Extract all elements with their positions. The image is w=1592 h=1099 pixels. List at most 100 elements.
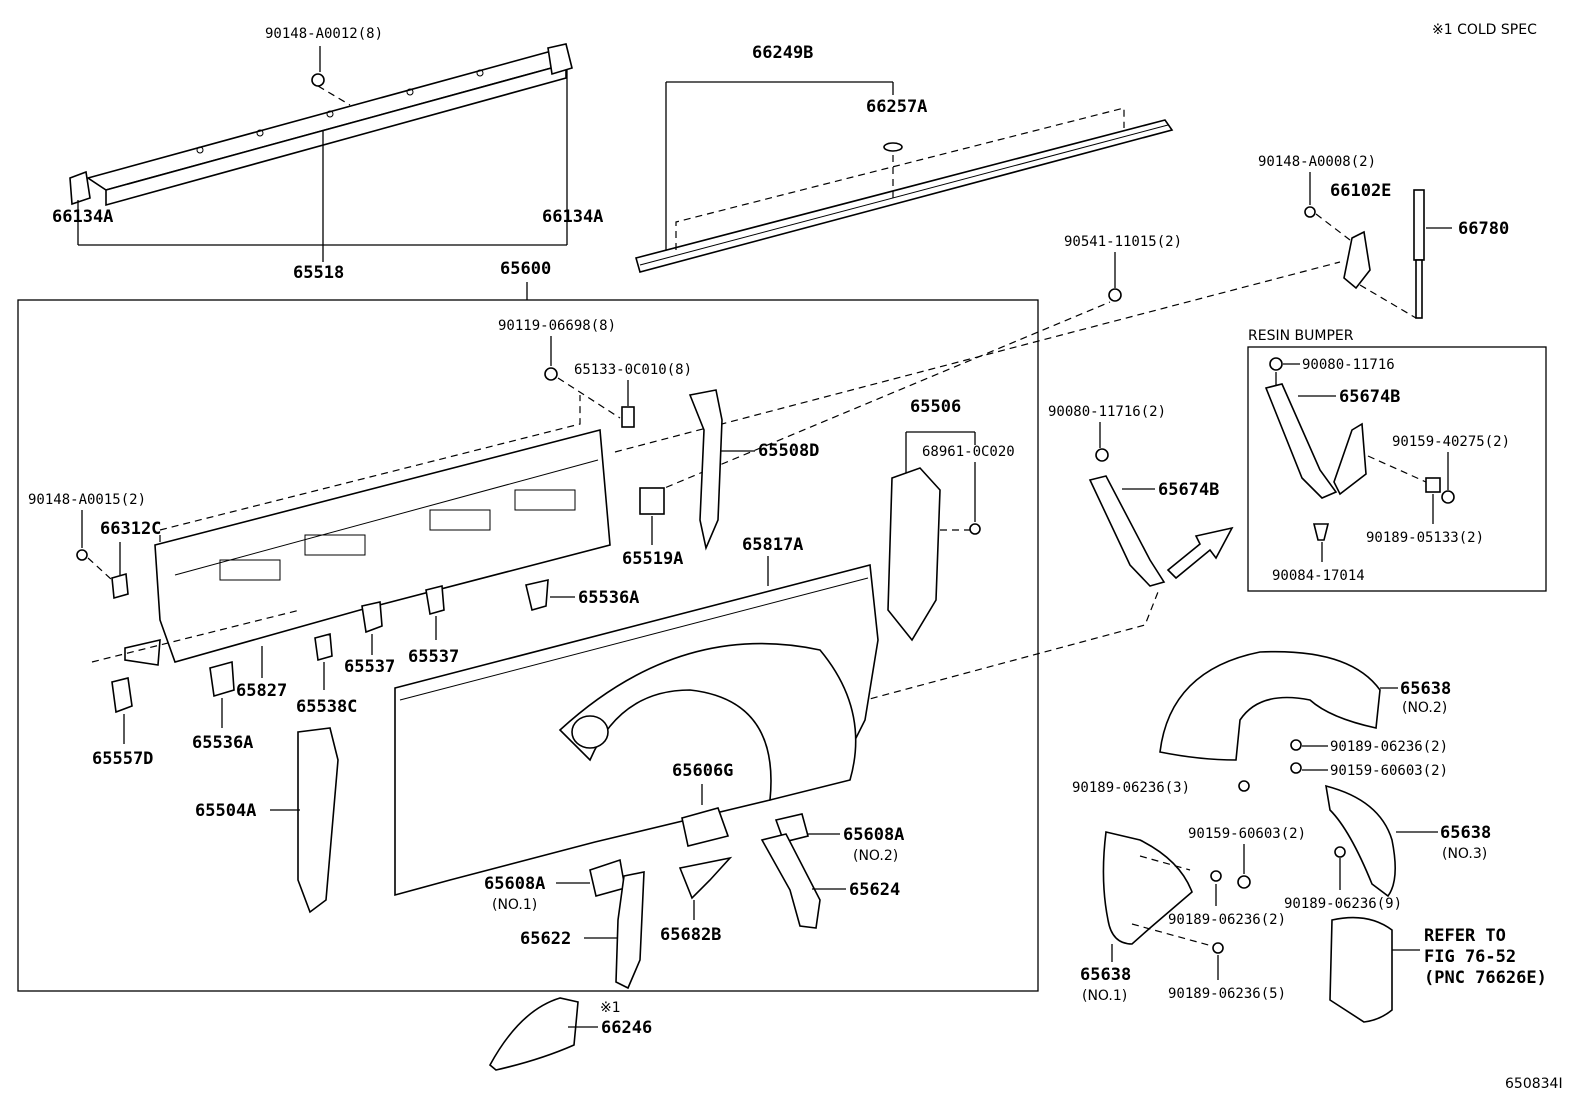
bolt-icon xyxy=(76,549,88,561)
nut-icon xyxy=(1108,288,1122,302)
label-66780[interactable]: 66780 xyxy=(1458,219,1509,239)
clip-65538C-drawing xyxy=(314,632,333,662)
clip-65608A-l-drawing xyxy=(589,858,626,897)
label-90084-17014[interactable]: 90084-17014 xyxy=(1272,568,1365,584)
refer-line-2[interactable]: FIG 76-52 xyxy=(1424,947,1516,967)
front-panel-drawing xyxy=(124,428,611,666)
label-65600[interactable]: 65600 xyxy=(500,259,551,279)
label-90189-06236-2a[interactable]: 90189-06236(2) xyxy=(1330,739,1448,755)
bolt-icon xyxy=(1238,780,1250,792)
label-90189-06236-2b[interactable]: 90189-06236(2) xyxy=(1168,912,1286,928)
label-65504A[interactable]: 65504A xyxy=(195,801,256,821)
label-66246-mark: ※1 xyxy=(600,1000,621,1016)
label-66134A-right[interactable]: 66134A xyxy=(542,207,603,227)
label-90189-06236-9[interactable]: 90189-06236(9) xyxy=(1284,896,1402,912)
label-65508D[interactable]: 65508D xyxy=(758,441,819,461)
label-65536A-right[interactable]: 65536A xyxy=(578,588,639,608)
label-90159-60603-2a[interactable]: 90159-60603(2) xyxy=(1330,763,1448,779)
clip-65519A-drawing xyxy=(639,487,665,515)
label-65557D[interactable]: 65557D xyxy=(92,749,153,769)
hinge-66102E-drawing xyxy=(1343,230,1371,290)
nut-icon xyxy=(1237,875,1251,889)
bedside-65817A-drawing xyxy=(394,563,879,897)
bracket-65506-drawing xyxy=(887,467,941,642)
label-65674B-a[interactable]: 65674B xyxy=(1158,480,1219,500)
label-66134A-left[interactable]: 66134A xyxy=(52,207,113,227)
label-65537-b[interactable]: 65537 xyxy=(408,647,459,667)
label-90189-05133[interactable]: 90189-05133(2) xyxy=(1366,530,1484,546)
bracket-65508D-drawing xyxy=(688,389,723,551)
clip-65557D-drawing xyxy=(111,677,133,714)
refer-line-3[interactable]: (PNC 76626E) xyxy=(1424,968,1547,988)
liner-65638-no1-drawing xyxy=(1102,831,1193,945)
label-65638-no1-sub: (NO.1) xyxy=(1082,988,1127,1004)
bracket-65674B-b-drawing xyxy=(1264,383,1338,499)
bolt-icon xyxy=(1212,942,1224,954)
label-90080-11716[interactable]: 90080-11716 xyxy=(1302,357,1395,373)
label-65608A-left[interactable]: 65608A xyxy=(484,874,545,894)
label-65518[interactable]: 65518 xyxy=(293,263,344,283)
label-65606G[interactable]: 65606G xyxy=(672,761,733,781)
label-65506[interactable]: 65506 xyxy=(910,397,961,417)
label-65519A[interactable]: 65519A xyxy=(622,549,683,569)
strut-66780-drawing xyxy=(1413,189,1425,319)
arrow-icon xyxy=(1166,526,1234,580)
label-65608A-right[interactable]: 65608A xyxy=(843,825,904,845)
bolt-icon xyxy=(544,367,558,381)
guard-66246-drawing xyxy=(488,997,579,1071)
label-66249B[interactable]: 66249B xyxy=(752,43,813,63)
clip-65536A-r-drawing xyxy=(525,578,549,611)
label-65536A-left[interactable]: 65536A xyxy=(192,733,253,753)
label-65624[interactable]: 65624 xyxy=(849,880,900,900)
label-65638-no3-sub: (NO.3) xyxy=(1442,846,1487,862)
label-90148-A0015[interactable]: 90148-A0015(2) xyxy=(28,492,146,508)
clip-65536A-l-drawing xyxy=(209,660,235,698)
label-90119-06698[interactable]: 90119-06698(8) xyxy=(498,318,616,334)
liner-65638-no3-drawing xyxy=(1325,784,1396,898)
label-65817A[interactable]: 65817A xyxy=(742,535,803,555)
rail-65518-drawing xyxy=(69,43,573,207)
pillar-65504A-drawing xyxy=(297,727,339,914)
label-65608A-right-sub: (NO.2) xyxy=(853,848,898,864)
label-65622[interactable]: 65622 xyxy=(520,929,571,949)
label-65638-no3[interactable]: 65638 xyxy=(1440,823,1491,843)
clip-90084-drawing xyxy=(1312,523,1330,541)
bolt-icon xyxy=(1210,870,1222,882)
label-65133-0C010[interactable]: 65133-0C010(8) xyxy=(574,362,692,378)
label-66102E[interactable]: 66102E xyxy=(1330,181,1391,201)
label-65608A-left-sub: (NO.1) xyxy=(492,897,537,913)
bracket-65674B-a-drawing xyxy=(1088,475,1166,587)
bolt-icon xyxy=(1290,762,1302,774)
label-65674B-b[interactable]: 65674B xyxy=(1339,387,1400,407)
label-90080-11716-2[interactable]: 90080-11716(2) xyxy=(1048,404,1166,420)
label-90159-40275[interactable]: 90159-40275(2) xyxy=(1392,434,1510,450)
label-66246[interactable]: 66246 xyxy=(601,1018,652,1038)
nut-icon xyxy=(1441,490,1455,504)
label-65827[interactable]: 65827 xyxy=(236,681,287,701)
label-65537-a[interactable]: 65537 xyxy=(344,657,395,677)
refer-line-1[interactable]: REFER TO xyxy=(1424,926,1506,946)
label-90541-11015[interactable]: 90541-11015(2) xyxy=(1064,234,1182,250)
label-90148-A0012[interactable]: 90148-A0012(8) xyxy=(265,26,383,42)
label-65638-no2[interactable]: 65638 xyxy=(1400,679,1451,699)
label-68961-0C020[interactable]: 68961-0C020 xyxy=(922,444,1015,460)
mudflap-drawing xyxy=(1329,916,1393,1023)
label-65638-no1[interactable]: 65638 xyxy=(1080,965,1131,985)
label-90148-A0008[interactable]: 90148-A0008(2) xyxy=(1258,154,1376,170)
liner-65638-no2-drawing xyxy=(1159,650,1381,761)
bolt-icon xyxy=(969,523,981,535)
assembly-65600-frame xyxy=(17,299,1039,992)
label-90159-60603-2b[interactable]: 90159-60603(2) xyxy=(1188,826,1306,842)
bracket-65606G-drawing xyxy=(681,807,730,847)
label-90189-06236-3[interactable]: 90189-06236(3) xyxy=(1072,780,1190,796)
bracket-inner-drawing xyxy=(1333,422,1367,496)
label-66257A[interactable]: 66257A xyxy=(866,97,927,117)
label-65682B[interactable]: 65682B xyxy=(660,925,721,945)
bolt-icon xyxy=(1334,846,1346,858)
bolt-icon xyxy=(1304,206,1316,218)
label-65538C[interactable]: 65538C xyxy=(296,697,357,717)
label-90189-06236-5[interactable]: 90189-06236(5) xyxy=(1168,986,1286,1002)
label-66312C[interactable]: 66312C xyxy=(100,519,161,539)
clip-65537-b-drawing xyxy=(425,584,445,616)
